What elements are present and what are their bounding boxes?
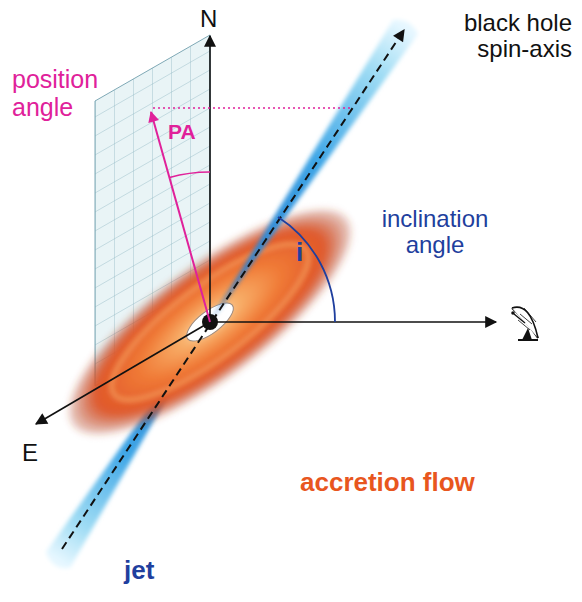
position-angle-vector (151, 112, 210, 322)
component-label: jet (124, 556, 154, 585)
axis-label: black hole spin-axis (424, 10, 572, 63)
angle-symbol: PA (168, 120, 196, 143)
component-label: accretion flow (300, 468, 475, 497)
position-angle-arc (170, 172, 211, 178)
telescope-icon (511, 307, 538, 340)
inclination-arc (278, 217, 335, 322)
axis-label: N (200, 6, 217, 32)
north-axis (209, 36, 211, 322)
angle-symbol: i (296, 238, 303, 267)
angle-label: inclination angle (360, 206, 510, 259)
angle-label: position angle (12, 66, 142, 121)
axis-label: E (22, 440, 38, 466)
east-axis (36, 322, 210, 424)
projection-line (153, 107, 350, 109)
line-of-sight-axis (210, 321, 496, 323)
